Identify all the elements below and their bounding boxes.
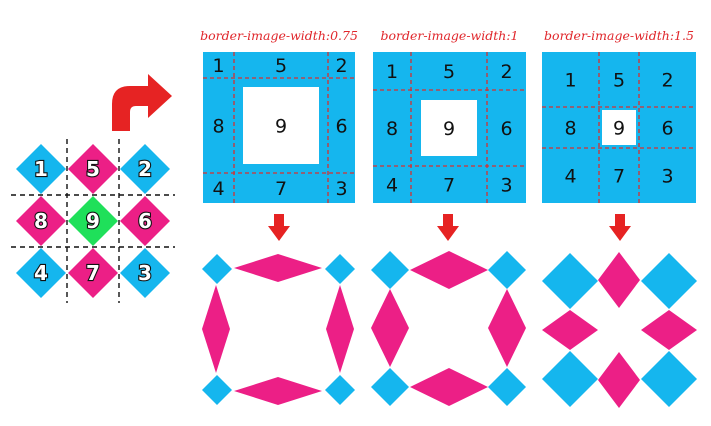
corner-diamond [202,375,232,405]
panel-slice-label: 3 [500,175,512,197]
edge-diamond [234,377,322,405]
edge-diamond [410,368,488,406]
panel-slice-label: 9 [613,118,625,140]
edge-diamond [488,289,526,367]
corner-diamond [202,254,232,284]
edge-diamond [410,251,488,289]
source-tile-diamond [16,196,66,246]
panel-slice-label: 6 [661,118,673,140]
edge-diamond [326,285,354,373]
panel-slice-label: 1 [386,61,398,83]
panel-title: border-image-width:1 [381,28,519,43]
panel-slice-label: 4 [212,178,224,200]
source-tile-diamond [16,144,66,194]
source-tile-label: 7 [86,261,100,285]
panel-slice-label: 7 [613,166,625,188]
corner-diamond [325,375,355,405]
source-tile-diamond [68,144,118,194]
source-tile-label: 3 [138,261,152,285]
result-pattern-1 [371,251,526,406]
edge-diamond [202,285,230,373]
corner-diamond [371,368,409,406]
corner-diamond [641,253,697,309]
source-tile-label: 6 [138,209,152,233]
panel-slice-label: 7 [443,175,455,197]
edge-diamond [598,252,640,308]
panel-slice-label: 2 [661,70,673,92]
panel-slice-label: 2 [500,61,512,83]
panel-center-area [421,100,477,156]
panel-center-area [602,110,636,145]
panel-slice-label: 8 [386,118,398,140]
panel-slice-label: 6 [500,118,512,140]
panel-slice-label: 4 [386,175,398,197]
edge-diamond [641,310,697,350]
source-tile-label: 9 [86,209,100,233]
source-tile-label: 1 [34,157,48,181]
down-arrows [268,214,631,241]
corner-diamond [371,251,409,289]
panel-width-1: border-image-width:1 1 5 2 8 9 6 4 7 3 [373,28,526,203]
panel-slice-label: 1 [564,70,576,92]
panel-slice-label: 8 [212,116,224,138]
panel-title: border-image-width:1.5 [544,28,694,43]
corner-diamond [542,351,598,407]
corner-diamond [641,351,697,407]
down-arrow-icon [609,214,631,241]
corner-diamond [488,368,526,406]
source-tile-diamond [120,248,170,298]
edge-diamond [542,310,598,350]
source-9-slice-grid: 1 5 2 8 9 6 4 7 3 [11,139,175,303]
source-tile-label: 2 [138,157,152,181]
panel-slice-label: 9 [275,116,287,138]
panel-center-area [243,87,319,164]
panel-title: border-image-width:0.75 [200,28,358,43]
panel-slice-label: 5 [275,55,287,77]
panel-slice-label: 6 [335,116,347,138]
panel-slice-label: 3 [335,178,347,200]
panel-slice-label: 5 [443,61,455,83]
curved-right-arrow-icon [112,74,172,131]
corner-diamond [325,254,355,284]
source-tile-label: 5 [86,157,100,181]
panel-slice-label: 9 [443,118,455,140]
panel-slice-label: 3 [661,166,673,188]
panel-slice-label: 7 [275,178,287,200]
result-pattern-1-5 [542,252,697,408]
panel-slice-label: 5 [613,70,625,92]
edge-diamond [234,254,322,282]
panel-width-0-75: border-image-width:0.75 1 5 2 8 9 6 4 7 3 [200,28,358,203]
source-tile-diamond [68,248,118,298]
edge-diamond [598,352,640,408]
source-tile-diamond [68,196,118,246]
panel-width-1-5: border-image-width:1.5 1 5 2 8 9 6 4 7 3 [542,28,696,203]
source-tile-label: 4 [34,261,48,285]
panel-slice-label: 1 [212,55,224,77]
source-tile-diamond [120,196,170,246]
source-tile-diamond [120,144,170,194]
edge-diamond [371,289,409,367]
panel-slice-label: 2 [335,55,347,77]
down-arrow-icon [437,214,459,241]
source-tile-diamond [16,248,66,298]
result-pattern-0-75 [202,254,355,405]
corner-diamond [542,253,598,309]
curved-right-arrow-icon [112,74,172,131]
source-tile-label: 8 [34,209,48,233]
down-arrow-icon [268,214,290,241]
panel-slice-label: 4 [564,166,576,188]
panel-slice-label: 8 [564,118,576,140]
corner-diamond [488,251,526,289]
